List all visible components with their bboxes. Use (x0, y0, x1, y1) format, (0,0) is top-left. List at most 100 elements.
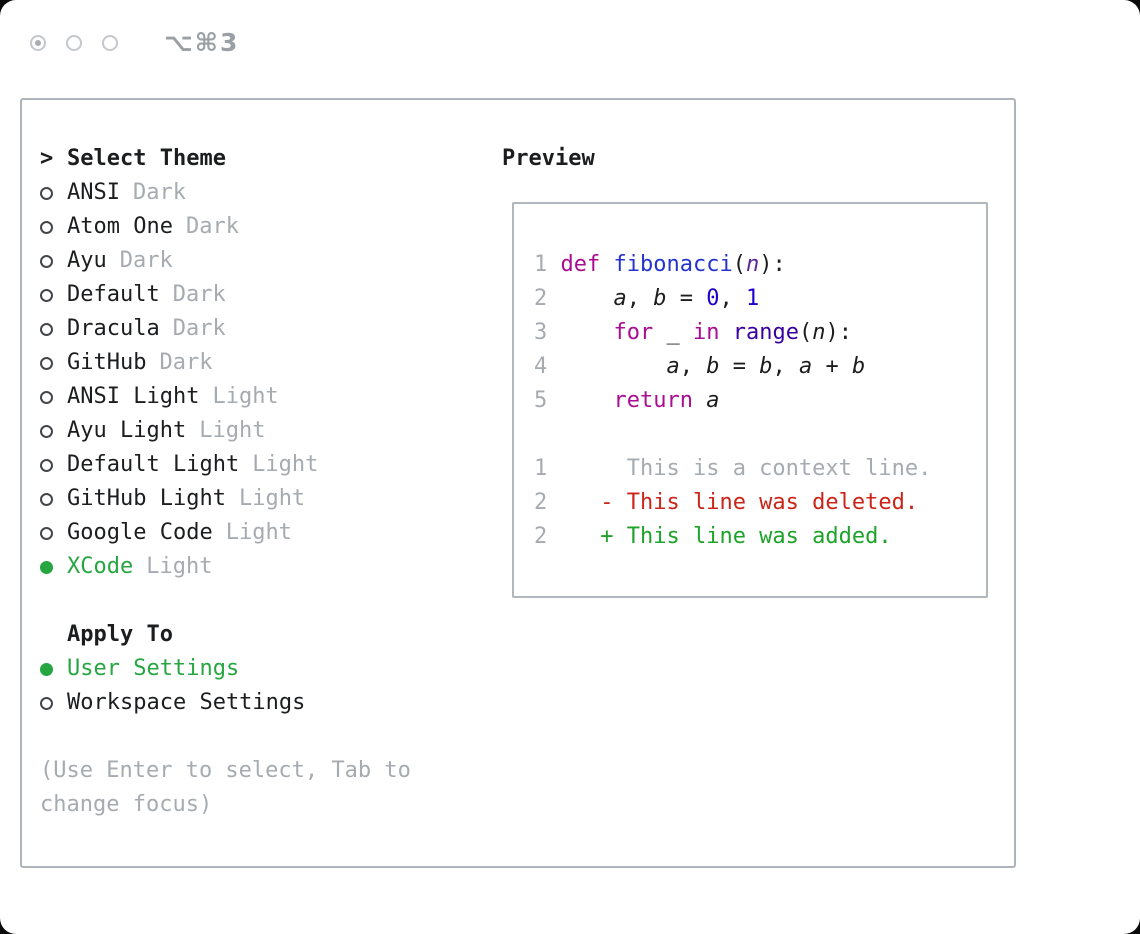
radio-unselected-icon (40, 492, 67, 506)
radio-unselected-icon (40, 288, 67, 302)
theme-variant-badge: Light (238, 486, 306, 511)
code-token: for (613, 320, 654, 345)
traffic-light-close-icon[interactable] (30, 34, 46, 51)
code-token: _ (653, 320, 693, 345)
code-token: range (732, 320, 799, 345)
theme-name: GitHub Light (67, 486, 226, 511)
theme-variant-badge: Light (199, 418, 266, 443)
theme-variant-badge: Light (212, 384, 279, 409)
theme-variant-badge: Dark (172, 316, 226, 341)
preview-column: Preview 1 def fibonacci(n):2 a, b = 0, 1… (502, 142, 988, 598)
code-line: 4 a, b = b, a + b (534, 350, 970, 384)
radio-unselected-icon (40, 424, 67, 438)
radio-unselected-icon (40, 322, 67, 336)
theme-variant-badge: Light (225, 520, 292, 545)
code-token: n (745, 252, 760, 277)
radio-circle (40, 288, 53, 302)
radio-circle (40, 220, 53, 234)
code-token: def (560, 252, 601, 277)
theme-name: Default Light (67, 452, 240, 477)
theme-name: XCode (67, 554, 134, 579)
line-number: 2 (534, 286, 548, 311)
line-number: 4 (534, 354, 548, 379)
diff-text: This line was added. (626, 524, 892, 549)
radio-unselected-icon (40, 526, 67, 540)
code-token: return (613, 388, 693, 413)
radio-circle (40, 696, 53, 710)
code-token: = (719, 354, 760, 379)
traffic-light-minimize-icon[interactable] (66, 34, 82, 51)
radio-unselected-icon (40, 458, 67, 472)
code-token: ( (798, 320, 813, 345)
theme-option-default-light[interactable]: Default Light Light (40, 448, 470, 482)
code-line: 1 def fibonacci(n): (534, 248, 970, 282)
diff-marker (600, 456, 613, 481)
code-line: 5 return a (534, 384, 970, 418)
code-token: b (706, 354, 720, 379)
radio-circle (40, 458, 53, 472)
theme-variant-badge: Light (146, 554, 213, 579)
code-token: fibonacci (613, 252, 733, 277)
theme-option-ayu-light[interactable]: Ayu Light Light (40, 414, 470, 448)
radio-circle (40, 356, 53, 370)
code-token (561, 354, 667, 379)
theme-option-xcode[interactable]: XCode Light (40, 550, 470, 584)
preview-title: Preview (502, 146, 595, 171)
select-theme-title: Select Theme (67, 146, 226, 171)
code-token: b (851, 354, 866, 379)
radio-circle (40, 254, 53, 268)
code-token: 1 (745, 286, 760, 311)
code-line: 3 for _ in range(n): (534, 316, 970, 350)
radio-unselected-icon (40, 356, 67, 370)
theme-name: ANSI (67, 180, 120, 205)
line-number: 3 (534, 320, 548, 345)
theme-name: Ayu Light (67, 418, 187, 443)
traffic-light-zoom-icon[interactable] (102, 34, 118, 51)
line-number: 1 (534, 252, 548, 277)
select-theme-header: > Select Theme (40, 142, 470, 176)
code-token: a (613, 286, 627, 311)
line-number: 5 (534, 388, 548, 413)
line-number: 2 (534, 490, 548, 515)
theme-option-ansi[interactable]: ANSI Dark (40, 176, 470, 210)
theme-variant-badge: Dark (132, 180, 186, 205)
code-token: ): (759, 252, 786, 277)
line-number: 1 (534, 456, 548, 481)
theme-option-github-light[interactable]: GitHub Light Light (40, 482, 470, 516)
apply-option-workspace-settings[interactable]: Workspace Settings (40, 686, 470, 720)
apply-option-user-settings[interactable]: User Settings (40, 652, 470, 686)
radio-selected-icon (40, 662, 67, 676)
diff-marker: + (600, 524, 614, 549)
radio-circle (40, 526, 53, 540)
code-token: a (706, 388, 720, 413)
cursor-indicator: > (40, 146, 54, 171)
diff-lines: 1 This is a context line.2 - This line w… (534, 452, 970, 554)
apply-to-title: Apply To (67, 622, 173, 647)
theme-variant-badge: Light (252, 452, 319, 477)
apply-option-label: User Settings (67, 656, 240, 681)
code-token: , (679, 354, 707, 379)
diff-line-added: 2 + This line was added. (534, 520, 970, 554)
theme-variant-badge: Dark (119, 248, 173, 273)
code-token (719, 320, 732, 345)
theme-variant-badge: Dark (159, 350, 213, 375)
radio-unselected-icon (40, 696, 67, 710)
code-token: 0 (706, 286, 720, 311)
radio-circle (40, 424, 53, 438)
radio-circle (40, 492, 53, 506)
spacer (40, 720, 470, 754)
diff-line-context: 1 This is a context line. (534, 452, 970, 486)
code-token: ): (825, 320, 852, 345)
radio-circle (40, 186, 53, 200)
